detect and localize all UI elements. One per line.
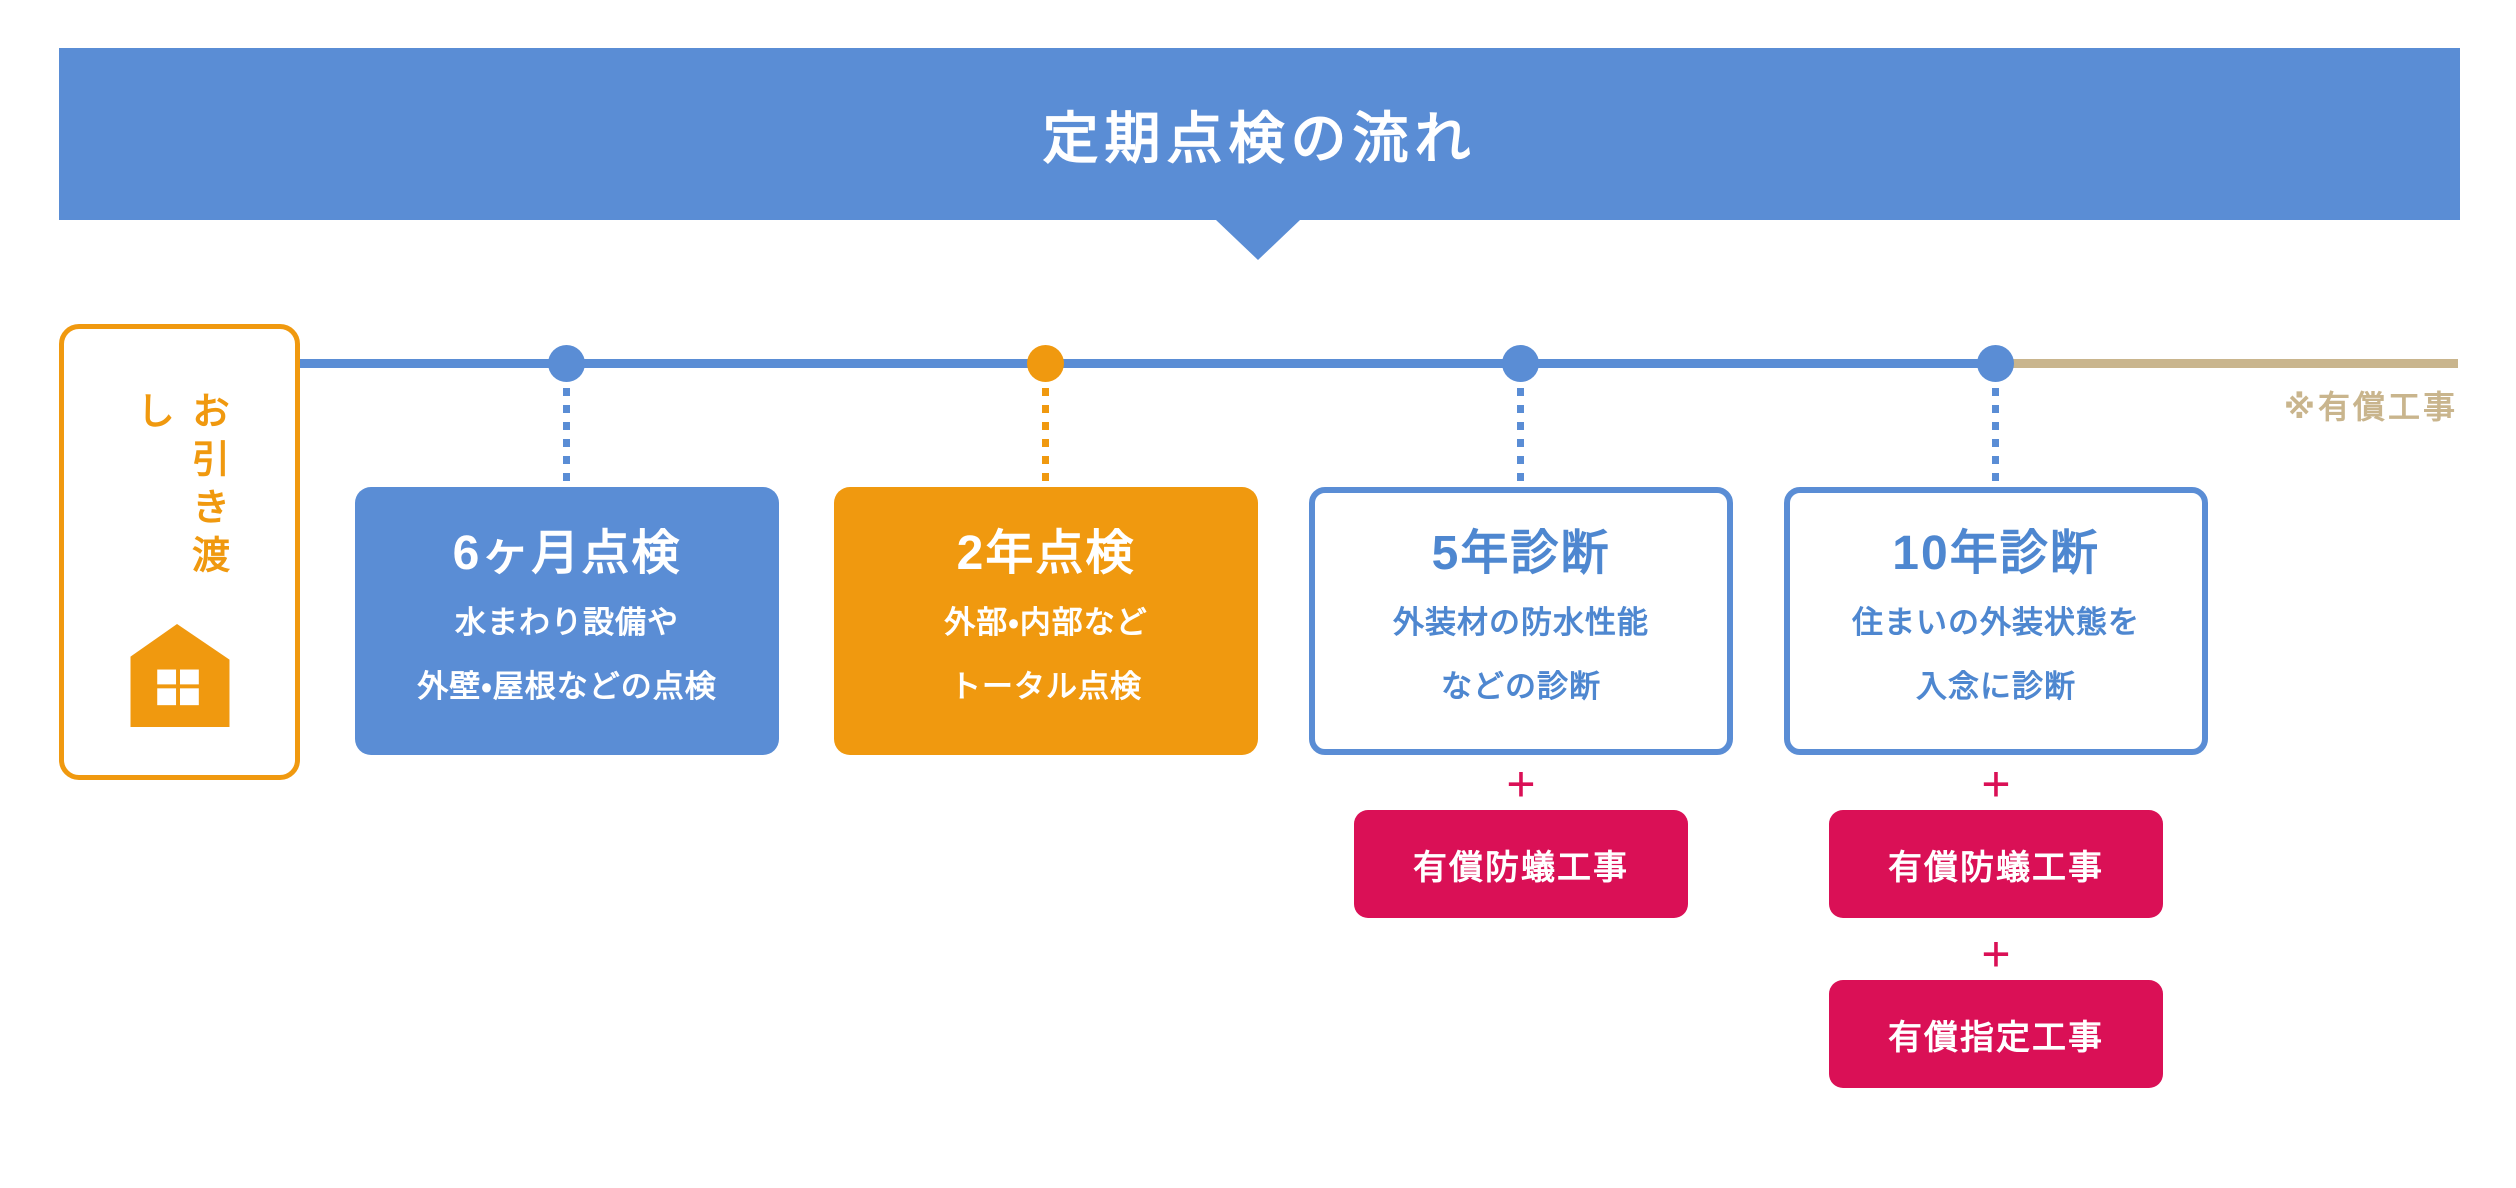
timeline-line	[300, 359, 1997, 368]
stage-description: 外部・内部など トータル点検	[944, 591, 1148, 719]
timeline-line-paid-section	[1997, 359, 2458, 368]
timeline-dot-6month	[548, 345, 585, 382]
addon-badge-designated-work-10year: 有償指定工事	[1829, 980, 2163, 1088]
handover-card: お引き渡し	[59, 324, 300, 780]
page-title: 定期点検の流れ	[1042, 106, 1477, 170]
paid-work-note: ※有償工事	[2283, 389, 2458, 425]
plus-icon: +	[1981, 926, 2011, 982]
stage-description-line: などの診断	[1441, 668, 1601, 704]
handover-label: お引き渡し	[130, 391, 228, 583]
stage-description: 住まいの外装状態を 入念に診断	[1852, 591, 2140, 719]
stage-card-10year: 10年診断 住まいの外装状態を 入念に診断	[1784, 487, 2208, 755]
stage-description-line: 外壁・屋根などの点検	[417, 668, 717, 704]
title-banner: 定期点検の流れ	[59, 48, 2460, 220]
stage-title: 5年診断	[1431, 527, 1611, 580]
addon-badge-termite-work-5year: 有償防蟻工事	[1354, 810, 1688, 918]
stage-title: 10年診断	[1892, 527, 2100, 580]
stage-description: 外装材の防水性能 などの診断	[1393, 591, 1649, 719]
addon-badge-termite-work-10year: 有償防蟻工事	[1829, 810, 2163, 918]
stage-description-line: 住まいの外装状態を	[1852, 604, 2140, 640]
stage-title: 2年点検	[956, 527, 1136, 580]
stage-card-6month: 6ヶ月点検 水まわり設備や 外壁・屋根などの点検	[355, 487, 779, 755]
timeline-dot-10year	[1977, 345, 2014, 382]
plus-icon: +	[1981, 756, 2011, 812]
stage-description-line: 外装材の防水性能	[1393, 604, 1649, 640]
banner-pointer-triangle	[1216, 220, 1300, 260]
timeline-dot-5year	[1502, 345, 1539, 382]
stage-description-line: トータル点検	[949, 668, 1142, 704]
stage-title: 6ヶ月点検	[452, 527, 682, 580]
stage-card-2year: 2年点検 外部・内部など トータル点検	[834, 487, 1258, 755]
dotted-connector-10year	[1992, 388, 1999, 486]
house-icon	[130, 624, 229, 727]
stage-description-line: 入念に診断	[1916, 668, 2076, 704]
dotted-connector-6month	[563, 388, 570, 486]
stage-description: 水まわり設備や 外壁・屋根などの点検	[417, 591, 717, 719]
plus-icon: +	[1506, 756, 1536, 812]
timeline-dot-2year	[1027, 345, 1064, 382]
stage-card-5year: 5年診断 外装材の防水性能 などの診断	[1309, 487, 1733, 755]
dotted-connector-2year	[1042, 388, 1049, 486]
dotted-connector-5year	[1517, 388, 1524, 486]
stage-description-line: 外部・内部など	[944, 604, 1148, 640]
stage-description-line: 水まわり設備や	[454, 604, 679, 640]
